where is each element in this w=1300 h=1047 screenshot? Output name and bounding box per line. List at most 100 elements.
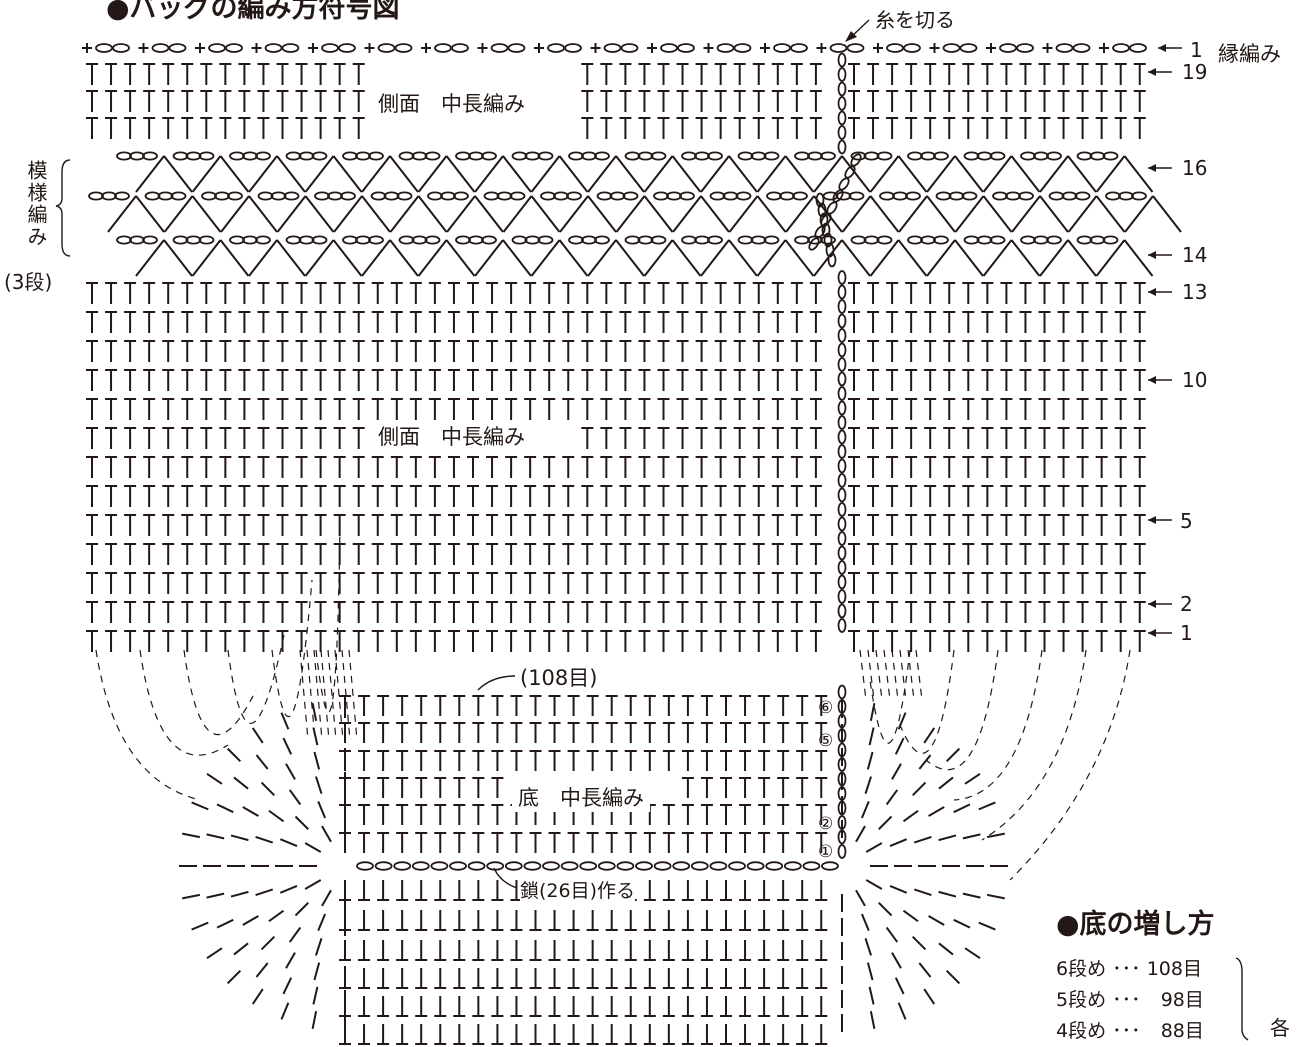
foundation-chain <box>450 862 466 870</box>
hdc-stitch <box>815 1024 827 1044</box>
hdc-stitch <box>219 312 231 333</box>
hdc-stitch <box>568 1024 580 1044</box>
hdc-stitch <box>772 544 784 565</box>
hdc-stitch <box>644 940 656 960</box>
row-arrowhead <box>1148 600 1156 608</box>
hdc-stitch <box>962 91 974 112</box>
round-end-stitch <box>914 889 931 895</box>
v-stitch <box>871 156 927 192</box>
hdc-stitch <box>568 751 580 771</box>
hdc-stitch <box>491 696 503 716</box>
hdc-stitch <box>1096 370 1108 391</box>
chain-stitch <box>1078 152 1092 159</box>
hdc-stitch <box>549 1024 561 1044</box>
hdc-stitch <box>238 457 250 478</box>
hdc-stitch <box>1077 370 1089 391</box>
hdc-stitch <box>1039 91 1051 112</box>
hdc-stitch <box>581 91 593 112</box>
hdc-stitch <box>600 486 612 507</box>
round-end-stitch <box>892 764 901 780</box>
hdc-stitch <box>644 996 656 1016</box>
hdc-stitch <box>600 515 612 536</box>
chain-stitch <box>266 44 282 52</box>
hdc-stitch <box>1058 457 1070 478</box>
chain-stitch <box>89 192 103 199</box>
hdc-stitch <box>962 370 974 391</box>
chain-stitch <box>259 192 273 199</box>
hdc-stitch <box>434 805 446 825</box>
hdc-stitch <box>638 428 650 449</box>
v-stitch <box>927 240 983 276</box>
hdc-stitch <box>491 940 503 960</box>
hdc-stitch <box>200 428 212 449</box>
hdc-stitch <box>105 457 117 478</box>
hdc-stitch <box>143 283 155 304</box>
chain-stitch <box>153 44 169 52</box>
v-stitch <box>1097 156 1153 192</box>
hdc-stitch <box>734 370 746 391</box>
hdc-stitch <box>486 341 498 362</box>
v-stitch <box>504 196 560 232</box>
hdc-stitch <box>1000 428 1012 449</box>
hdc-stitch <box>867 428 879 449</box>
sc-stitch <box>1099 43 1109 53</box>
hdc-stitch <box>701 696 713 716</box>
v-stitch <box>1125 196 1181 232</box>
foundation-chain <box>803 862 819 870</box>
hdc-stitch <box>1134 91 1146 112</box>
hdc-stitch <box>848 486 860 507</box>
hdc-stitch <box>453 940 465 960</box>
hdc-stitch <box>886 486 898 507</box>
round-end-stitch <box>234 943 248 954</box>
hdc-stitch <box>777 696 789 716</box>
hdc-stitch <box>886 370 898 391</box>
hdc-stitch <box>696 341 708 362</box>
round-end-stitch <box>182 834 200 838</box>
round-end-stitch <box>256 889 273 895</box>
increase-bracket <box>1236 958 1248 1040</box>
sc-stitch <box>817 43 827 53</box>
hdc-stitch <box>510 751 522 771</box>
hdc-stitch <box>677 64 689 85</box>
hdc-stitch <box>162 91 174 112</box>
round-end-stitch <box>965 948 980 958</box>
chain-stitch <box>865 236 879 243</box>
hdc-stitch <box>143 573 155 594</box>
hdc-stitch <box>625 696 637 716</box>
increase-count: 108目 <box>1147 958 1202 980</box>
hdc-stitch <box>815 910 827 930</box>
slip-stitch <box>839 358 846 371</box>
hdc-stitch <box>734 312 746 333</box>
hdc-stitch <box>543 573 555 594</box>
hdc-stitch <box>777 805 789 825</box>
hdc-stitch <box>587 910 599 930</box>
round-end-stitch <box>892 953 901 969</box>
hdc-stitch <box>1134 428 1146 449</box>
increase-dots: ･･･ <box>1112 989 1141 1011</box>
round-end-stitch <box>871 703 875 721</box>
hdc-stitch <box>962 544 974 565</box>
slip-stitch <box>839 286 846 299</box>
round-end-stitch <box>965 774 980 784</box>
hdc-stitch <box>1039 341 1051 362</box>
hdc-stitch <box>358 805 370 825</box>
hdc-stitch <box>1077 64 1089 85</box>
hdc-stitch <box>358 723 370 743</box>
hdc-stitch <box>491 968 503 988</box>
hdc-stitch <box>696 399 708 420</box>
chain-stitch <box>426 236 440 243</box>
hdc-stitch <box>1115 312 1127 333</box>
cut-yarn-label: 糸を切る <box>875 4 955 33</box>
hdc-stitch <box>867 457 879 478</box>
v-stitch <box>136 156 192 192</box>
hdc-stitch <box>568 723 580 743</box>
hdc-stitch <box>791 283 803 304</box>
round-end-stitch <box>290 790 301 805</box>
hdc-stitch <box>257 283 269 304</box>
hdc-stitch <box>772 457 784 478</box>
hdc-stitch <box>663 723 675 743</box>
hdc-stitch <box>962 341 974 362</box>
hdc-stitch <box>715 370 727 391</box>
round-end-stitch <box>269 911 284 922</box>
hdc-stitch <box>638 631 650 652</box>
